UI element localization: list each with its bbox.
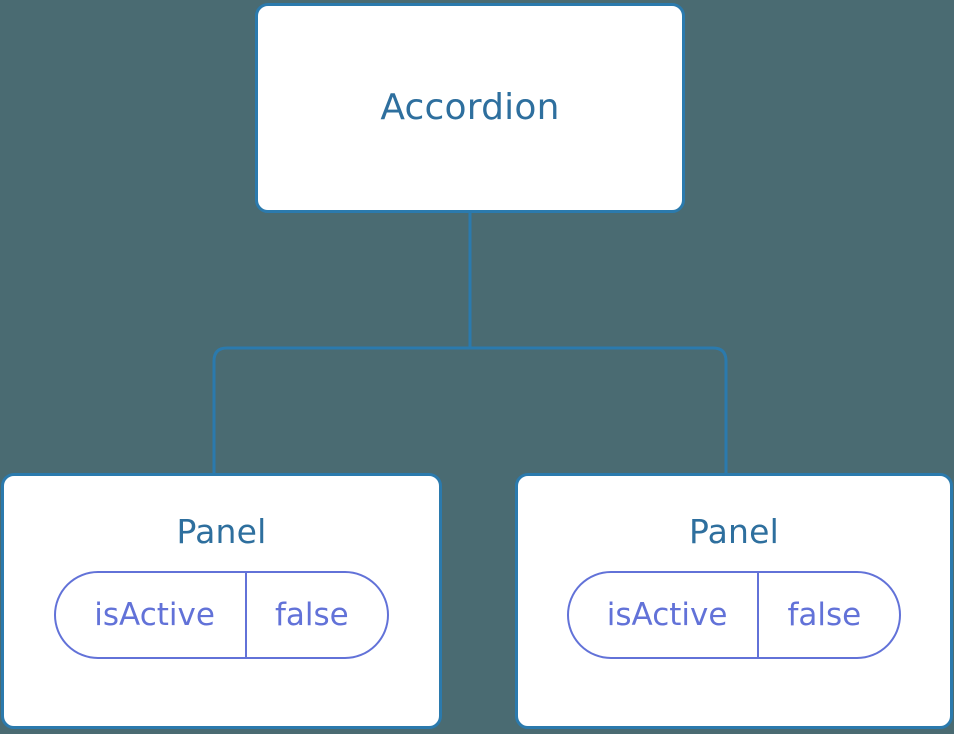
node-panel-left[interactable]: Panel isActive false bbox=[1, 473, 442, 729]
node-title: Accordion bbox=[380, 87, 560, 129]
node-title: Panel bbox=[688, 512, 780, 551]
prop-pill-isactive[interactable]: isActive false bbox=[566, 571, 902, 660]
prop-pill-isactive[interactable]: isActive false bbox=[54, 571, 389, 660]
node-accordion[interactable]: Accordion bbox=[255, 3, 685, 213]
connector-bus-children bbox=[212, 346, 728, 473]
node-title: Panel bbox=[176, 512, 267, 551]
prop-value: false bbox=[757, 573, 899, 658]
prop-value: false bbox=[244, 573, 387, 658]
prop-key: isActive bbox=[606, 597, 728, 634]
node-panel-right[interactable]: Panel isActive false bbox=[515, 473, 953, 729]
prop-key: isActive bbox=[94, 597, 215, 634]
